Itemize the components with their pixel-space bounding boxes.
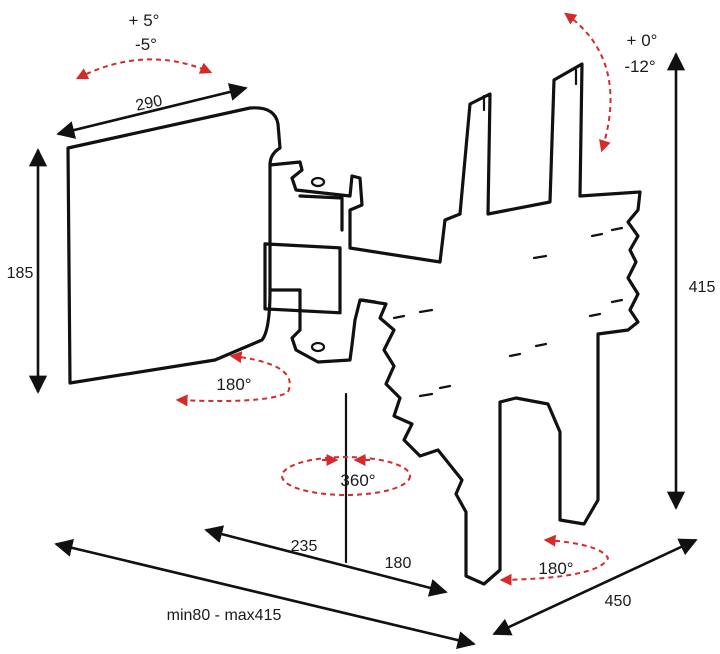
plate-height-label: 415 — [689, 279, 716, 296]
dim-depth — [492, 538, 698, 636]
arm-segment-2-label: 180 — [385, 555, 412, 572]
dim-extension — [54, 538, 476, 650]
tilt-plus-label: + 0° — [627, 31, 658, 50]
depth-label: 450 — [605, 593, 632, 610]
tilt-arc — [564, 12, 612, 153]
rotate-minus-label: -5° — [135, 35, 157, 54]
panel-height-label: 185 — [7, 265, 34, 282]
panel-swivel-arc — [175, 351, 291, 407]
arm-swivel-label: 360° — [340, 471, 375, 490]
vesa-plate — [360, 62, 642, 586]
panel-width-label: 290 — [134, 92, 164, 114]
wall-panel — [66, 106, 282, 385]
arm-segment-1-label: 235 — [291, 538, 318, 555]
tilt-minus-label: -12° — [624, 57, 655, 76]
arm-assembly — [263, 160, 462, 364]
arm-swivel-ellipse — [281, 456, 411, 496]
panel-swivel-label: 180° — [216, 375, 251, 394]
dim-panel-width — [56, 83, 248, 139]
rotate-arc — [75, 58, 213, 80]
plate-swivel-arc — [499, 534, 610, 586]
plate-swivel-label: 180° — [538, 559, 573, 578]
extension-range-label: min80 - max415 — [167, 607, 282, 624]
rotate-plus-label: + 5° — [129, 11, 160, 30]
